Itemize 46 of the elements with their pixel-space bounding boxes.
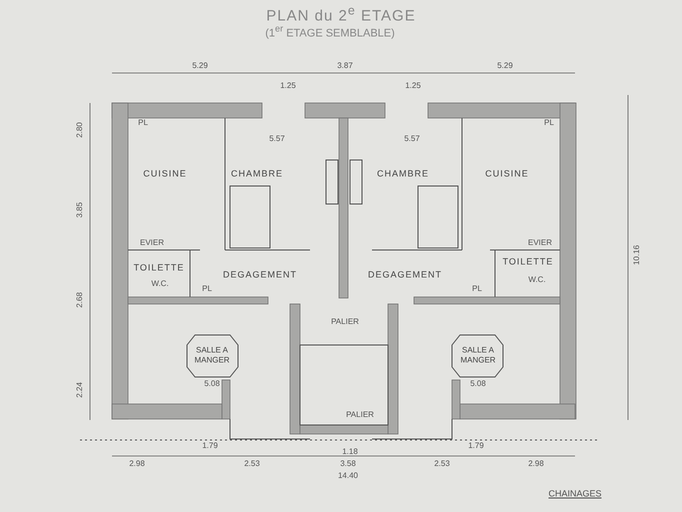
dimension-label: 1.79 [202, 442, 218, 450]
dimension-label: 2.98 [528, 460, 544, 468]
room-label: TOILETTE [502, 258, 554, 266]
dimension-label: EVIER [528, 239, 552, 247]
dimension-label: 3.58 [340, 460, 356, 468]
dimension-label: 14.40 [338, 472, 358, 480]
dimension-label: 2.53 [244, 460, 260, 468]
dimension-label: PL [138, 119, 148, 127]
dimension-label: 2.53 [434, 460, 450, 468]
room-label: SALLE A MANGER [459, 346, 497, 366]
room-label: TOILETTE [134, 264, 184, 272]
dimension-label: EVIER [140, 239, 164, 247]
room-label: SALLE A MANGER [193, 346, 231, 366]
dimension-label: 5.29 [497, 62, 513, 70]
subtitle: (1$^{er}$ ETAGE SEMBLABLE) [265, 24, 395, 40]
dimension-label: PL [202, 285, 212, 293]
dimension-label: 1.79 [468, 442, 484, 450]
dimension-label: PL [544, 119, 554, 127]
dimension-label: 3.87 [337, 62, 353, 70]
room-label: DEGAGEMENT [368, 270, 442, 280]
dimension-label: 3.85 [76, 202, 84, 218]
dimension-label: PALIER [346, 411, 374, 419]
plan-title: PLAN du 2$^{e}$ ETAGE [266, 4, 416, 24]
dimension-label: 2.24 [76, 382, 84, 398]
dimension-label: 5.57 [404, 135, 420, 143]
room-label: CHAMBRE [231, 170, 283, 178]
dimension-label: 5.08 [470, 380, 486, 388]
dimension-label: 2.80 [76, 122, 84, 138]
dimension-label: 1.25 [405, 82, 421, 90]
dimension-label: 2.68 [76, 292, 84, 308]
dimension-label: 1.18 [342, 448, 358, 456]
dimension-label: PL [472, 285, 482, 293]
dimension-label: 10.16 [633, 244, 641, 266]
dimension-label: 5.08 [204, 380, 220, 388]
dimension-label: PALIER [331, 318, 359, 326]
dimension-label: 2.98 [129, 460, 145, 468]
dimension-label: W.C. [151, 280, 169, 288]
dimension-label: 1.25 [280, 82, 296, 90]
dimension-label: 5.29 [192, 62, 208, 70]
room-label: CUISINE [485, 170, 529, 178]
dimension-label: 5.57 [269, 135, 285, 143]
dimension-label: W.C. [528, 276, 546, 284]
room-label: DEGAGEMENT [223, 270, 297, 280]
room-label: CHAMBRE [377, 170, 429, 178]
note-heading: CHAINAGES [548, 490, 602, 498]
room-label: CUISINE [143, 170, 187, 178]
